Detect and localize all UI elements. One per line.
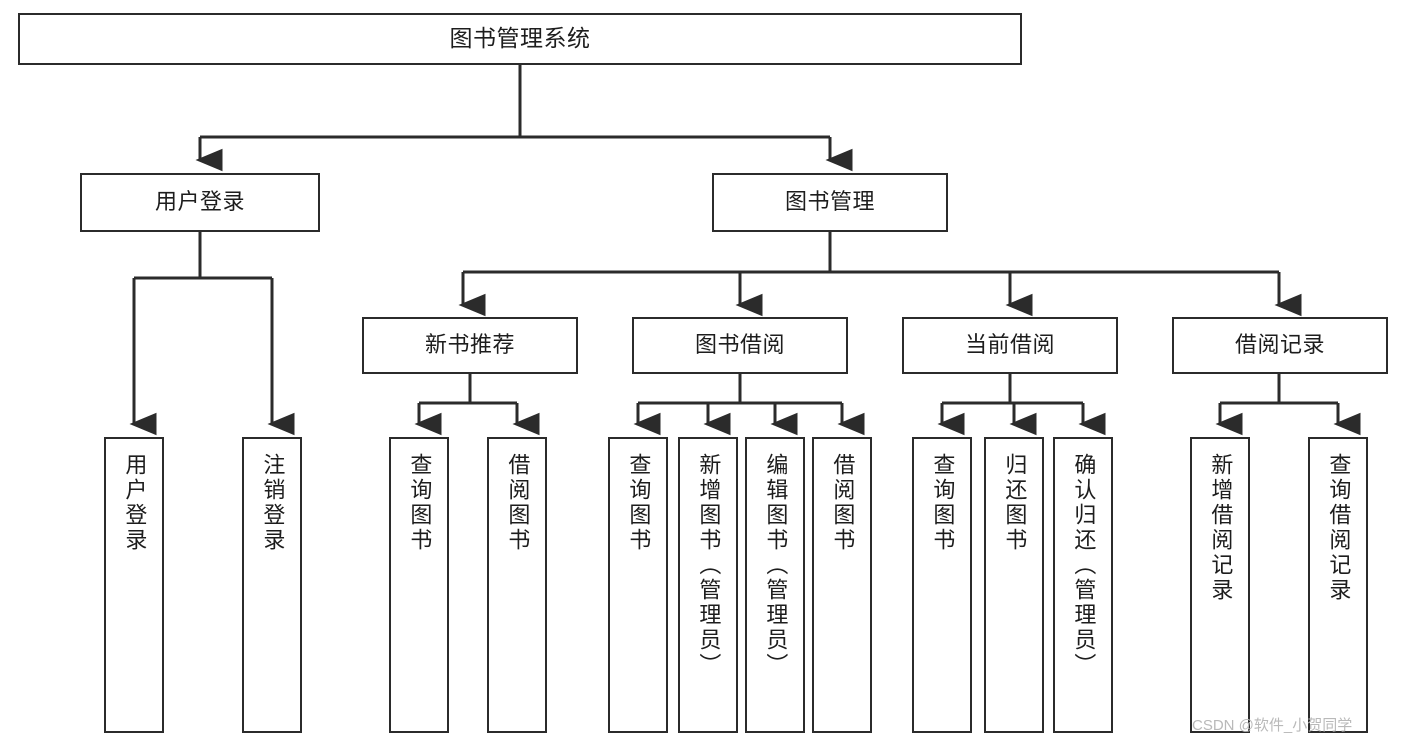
leaf-user-login[interactable]: 用户登录: [104, 437, 164, 733]
node-label: 查询图书: [407, 453, 433, 553]
leaf-query-book-recommend[interactable]: 查询图书: [389, 437, 449, 733]
leaf-logout-login[interactable]: 注销登录: [242, 437, 302, 733]
node-label: 图书借阅: [694, 332, 785, 358]
node-label: 查询借阅记录: [1326, 453, 1352, 603]
node-label: 图书管理: [784, 189, 875, 215]
node-label: 用户登录: [122, 453, 148, 553]
node-label: 借阅图书: [505, 453, 531, 553]
node-label: 图书管理系统: [449, 25, 591, 52]
node-book-management-system[interactable]: 图书管理系统: [18, 13, 1022, 65]
node-label: 新书推荐: [424, 332, 515, 358]
node-label: 归还图书: [1002, 453, 1028, 553]
node-label: 借阅图书: [830, 453, 856, 553]
leaf-edit-book[interactable]: 编辑图书（管理员）: [745, 437, 805, 733]
node-user-login[interactable]: 用户登录: [80, 173, 320, 232]
node-borrow-records[interactable]: 借阅记录: [1172, 317, 1388, 374]
node-label: 编辑图书（管理员）: [763, 453, 789, 678]
node-label: 用户登录: [154, 189, 245, 215]
node-label: 借阅记录: [1234, 332, 1325, 358]
node-label: 新增借阅记录: [1208, 453, 1234, 603]
watermark-text: CSDN @软件_小贺同学: [1192, 717, 1353, 734]
node-book-management[interactable]: 图书管理: [712, 173, 948, 232]
leaf-add-borrow-record[interactable]: 新增借阅记录: [1190, 437, 1250, 733]
node-new-book-recommend[interactable]: 新书推荐: [362, 317, 578, 374]
leaf-borrow-book[interactable]: 借阅图书: [812, 437, 872, 733]
leaf-confirm-return[interactable]: 确认归还（管理员）: [1053, 437, 1113, 733]
node-label: 确认归还（管理员）: [1071, 453, 1097, 678]
node-label: 查询图书: [626, 453, 652, 553]
leaf-query-book-borrow[interactable]: 查询图书: [608, 437, 668, 733]
node-book-borrow[interactable]: 图书借阅: [632, 317, 848, 374]
node-label: 注销登录: [260, 453, 286, 553]
leaf-add-book[interactable]: 新增图书（管理员）: [678, 437, 738, 733]
node-label: 当前借阅: [964, 332, 1055, 358]
node-label: 查询图书: [930, 453, 956, 553]
leaf-return-book[interactable]: 归还图书: [984, 437, 1044, 733]
leaf-borrow-book-recommend[interactable]: 借阅图书: [487, 437, 547, 733]
leaf-query-borrow-record[interactable]: 查询借阅记录: [1308, 437, 1368, 733]
leaf-query-book-current[interactable]: 查询图书: [912, 437, 972, 733]
node-label: 新增图书（管理员）: [696, 453, 722, 678]
node-current-borrow[interactable]: 当前借阅: [902, 317, 1118, 374]
